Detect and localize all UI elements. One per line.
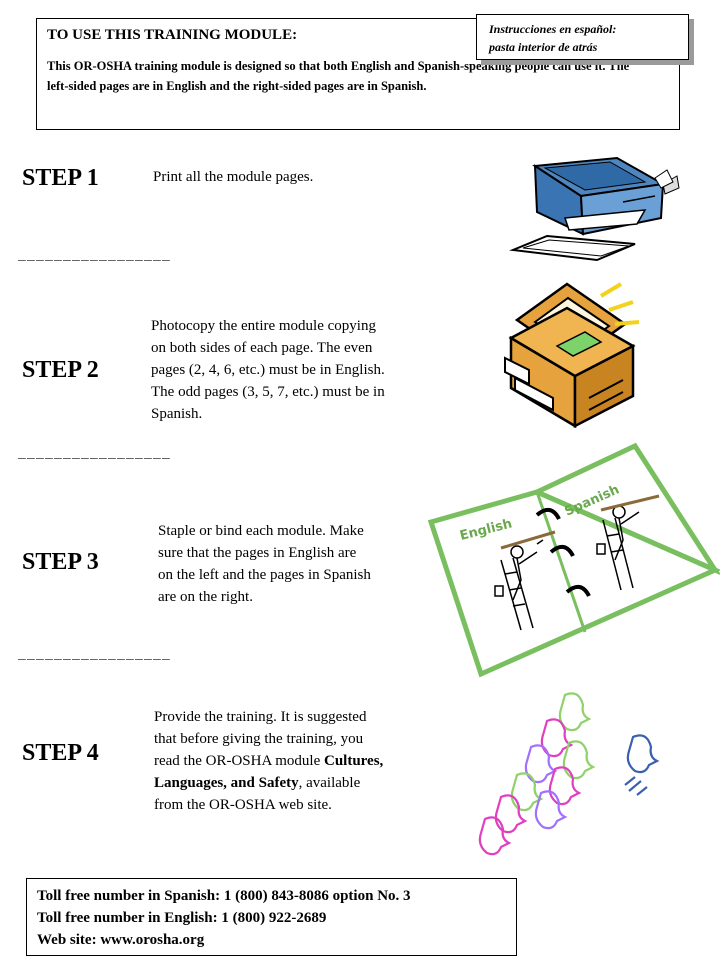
photocopier-icon — [504, 282, 640, 429]
spanish-note-line2: pasta interior de atrás — [489, 40, 598, 54]
step-3-line-2: sure that the pages in English are — [158, 545, 357, 561]
step-3-line-3: on the left and the pages in Spanish — [158, 567, 371, 583]
step-4-line-4-text: , available — [298, 775, 361, 791]
intro-box: TO USE THIS TRAINING MODULE: This OR-OSH… — [36, 18, 680, 130]
step-2-line-5: Spanish. — [151, 406, 203, 422]
step-1-text: Print all the module pages. — [153, 169, 314, 185]
step-4-line-4: Languages, and Safety, available — [154, 772, 383, 794]
divider-2: _________________ — [18, 446, 172, 461]
intro-body: This OR-OSHA training module is designed… — [47, 59, 630, 93]
module-name-part-1: Cultures, — [323, 753, 384, 769]
step-2-line-3: pages (2, 4, 6, etc.) must be in English… — [151, 362, 385, 378]
diverse-people-icon — [478, 692, 660, 856]
step-2-line-2: on both sides of each page. The even — [151, 340, 373, 356]
website: Web site: www.orosha.org — [37, 932, 205, 948]
printer-icon — [509, 156, 680, 262]
step-1-label: STEP 1 — [22, 165, 99, 191]
step-4-line-2: that before giving the training, you — [154, 731, 364, 747]
intro-heading: TO USE THIS TRAINING MODULE: — [47, 27, 298, 43]
step-4-line-5: from the OR-OSHA web site. — [154, 797, 332, 813]
step-2-text: Photocopy the entire module copying on b… — [151, 315, 385, 425]
divider-3: _________________ — [18, 647, 172, 662]
spanish-note-line1: Instrucciones en español: — [489, 22, 617, 36]
step-4-line-3: read the OR-OSHA module Cultures, — [154, 750, 383, 772]
step-3-line-4: are on the right. — [158, 589, 253, 605]
step-2-line-1: Photocopy the entire module copying — [151, 318, 376, 334]
step-4-line-3-text: read the OR-OSHA module — [154, 753, 324, 769]
step-2-line-4: The odd pages (3, 5, 7, etc.) must be in — [151, 384, 385, 400]
step-3-text: Staple or bind each module. Make sure th… — [158, 520, 371, 608]
bilingual-book-icon: English Spanish — [427, 442, 720, 678]
module-name-part-2: Languages, and Safety — [154, 775, 299, 791]
step-3-label: STEP 3 — [22, 549, 99, 575]
divider-1: _________________ — [18, 248, 172, 263]
english-toll-free-number: Toll free number in English: 1 (800) 922… — [37, 910, 327, 926]
spanish-instructions-note: Instrucciones en español: pasta interior… — [476, 14, 689, 60]
book-label-english: English — [458, 516, 513, 543]
spanish-toll-free-number: Toll free number in Spanish: 1 (800) 843… — [37, 888, 411, 904]
contact-box: Toll free number in Spanish: 1 (800) 843… — [26, 878, 517, 956]
step-3-line-1: Staple or bind each module. Make — [158, 523, 364, 539]
step-4-text: Provide the training. It is suggested th… — [154, 706, 383, 816]
step-2-label: STEP 2 — [22, 357, 99, 383]
step-4-label: STEP 4 — [22, 740, 99, 766]
step-4-line-1: Provide the training. It is suggested — [154, 709, 367, 725]
